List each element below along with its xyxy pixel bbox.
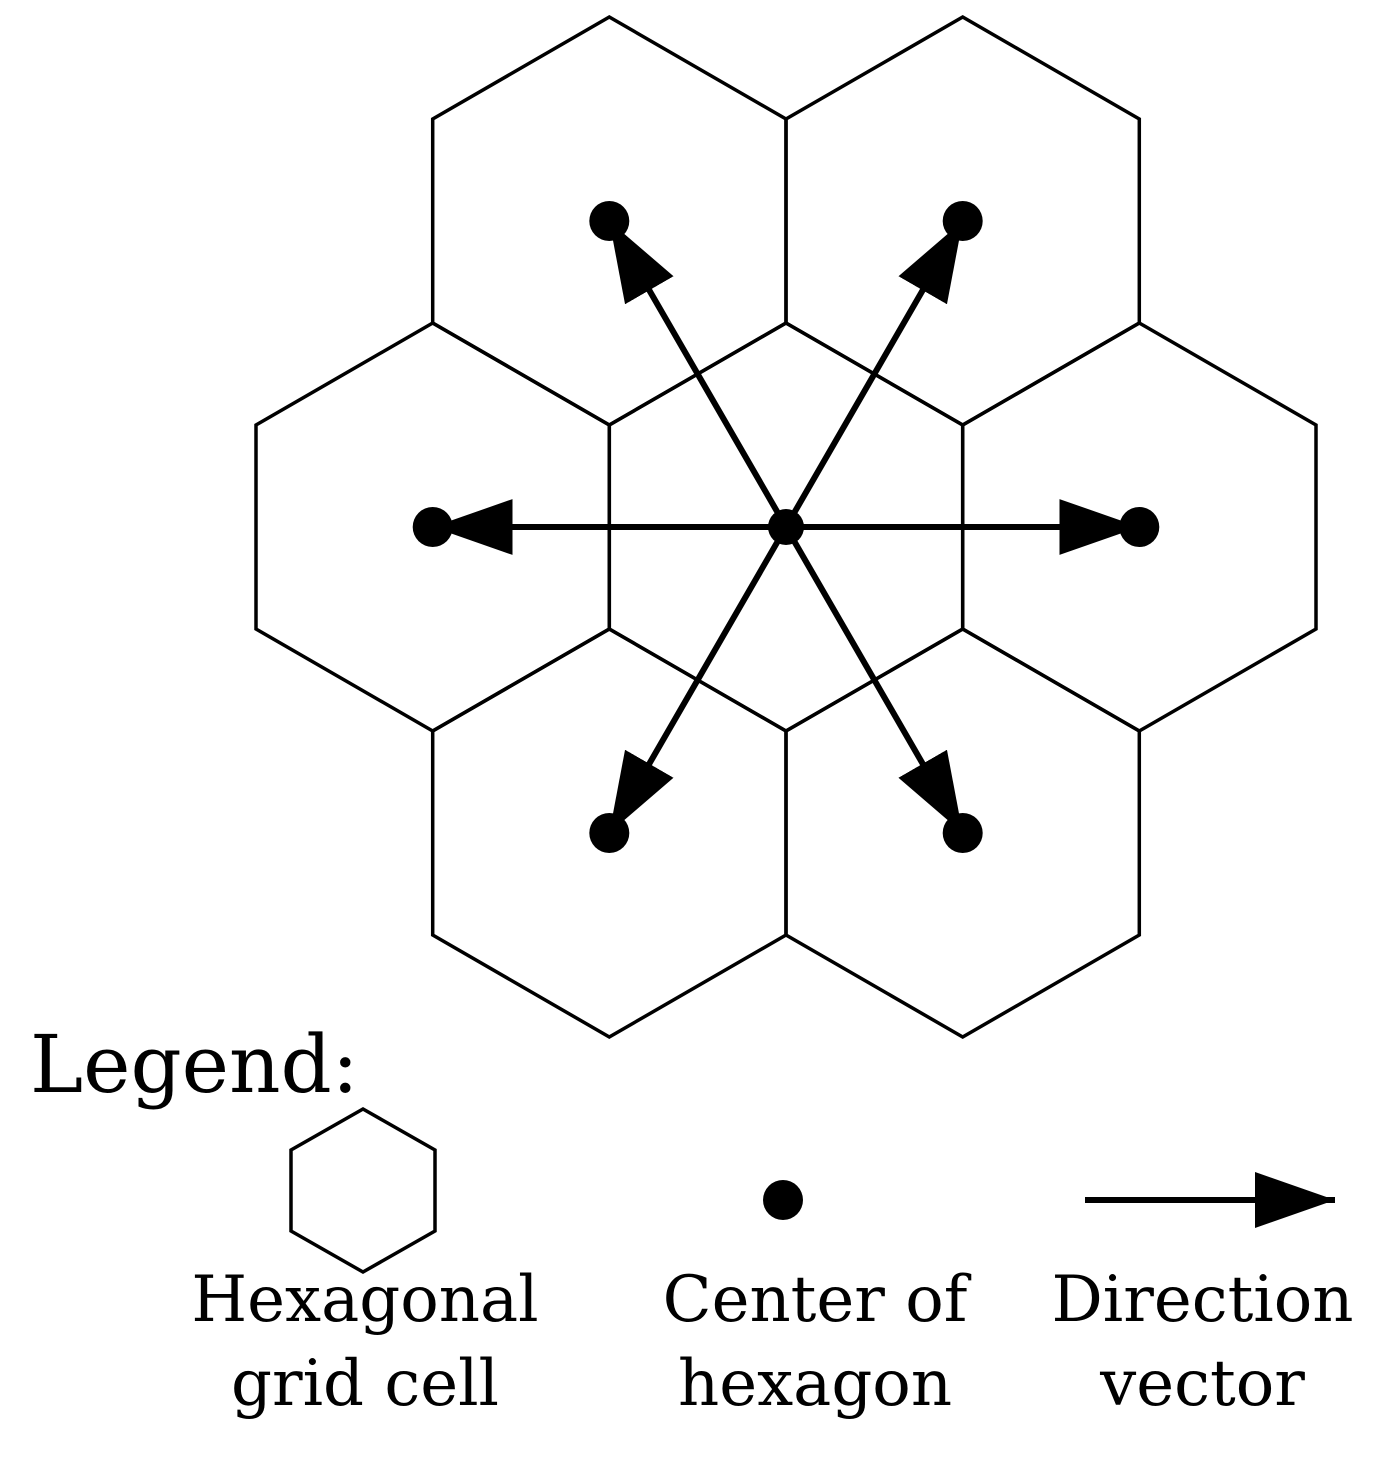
hexagon-centers [412, 201, 1160, 853]
center-dot-center [768, 509, 804, 545]
center-dot-upper-right [942, 201, 983, 241]
center-dot-upper-left [589, 201, 630, 241]
legend-label-line: Hexagonal [191, 1263, 539, 1337]
legend-hexagon-icon [289, 1106, 437, 1275]
center-dot-lower-right [942, 813, 983, 853]
center-dot-right [1119, 507, 1160, 547]
direction-arrow-lower-right [783, 525, 966, 835]
direction-arrow-lower-left [606, 525, 789, 835]
legend-symbols [289, 1106, 1335, 1275]
direction-arrow-upper-left [606, 219, 789, 529]
direction-arrow-upper-right [783, 219, 966, 529]
legend-title: Legend: [30, 1018, 359, 1111]
legend-label-line: Center of [662, 1263, 968, 1337]
legend-label-line: hexagon [677, 1347, 953, 1421]
legend-label-hexagonal-grid-cell: Hexagonal grid cell [160, 1258, 570, 1426]
hex-cell-lower-right [784, 626, 1142, 1040]
legend-dot-icon [763, 1180, 803, 1220]
legend-label-center-of-hexagon: Center of hexagon [615, 1258, 1015, 1426]
legend-label-line: vector [1100, 1347, 1305, 1421]
legend-label-line: Direction [1051, 1263, 1354, 1337]
hexagon-cells [254, 14, 1318, 1040]
direction-arrows [432, 219, 1140, 835]
center-dot-lower-left [589, 813, 630, 853]
center-dot-left [412, 507, 453, 547]
legend-label-line: grid cell [231, 1347, 499, 1421]
legend-label-direction-vector: Direction vector [1020, 1258, 1385, 1426]
